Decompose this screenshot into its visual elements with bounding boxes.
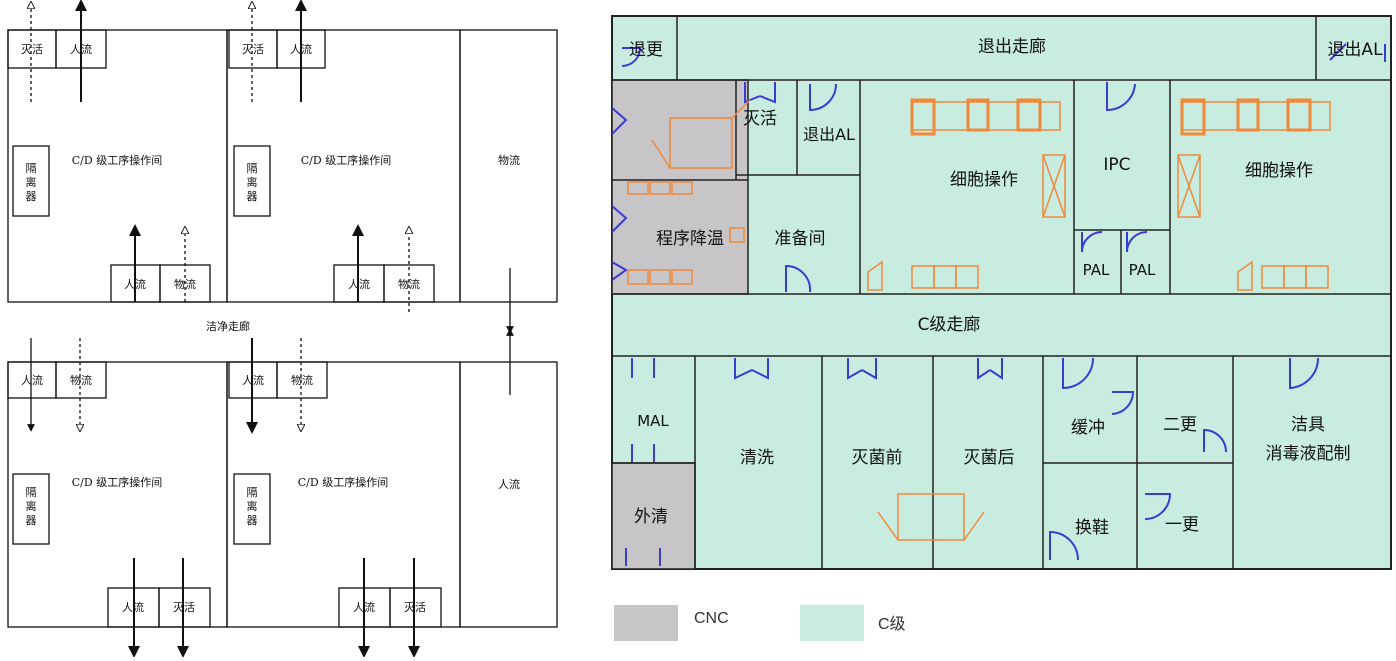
label-top2-bottom2: 物流 [398,277,420,291]
label-pal-1: PAL [1083,261,1110,279]
label-ipc: IPC [1103,155,1130,175]
label-bot2-bottom1: 人流 [353,600,375,614]
label-bot1-bottom1: 人流 [122,600,144,614]
legend-label-c-grade: C级 [878,616,906,633]
label-top2-bottom1: 人流 [348,277,370,291]
label-bot2-a: 人流 [242,373,264,387]
label-yigeng: 一更 [1165,515,1199,535]
label-bot1-iso1: 隔 [26,486,37,499]
label-tuigeng: 退更 [629,40,663,60]
label-miejun-hou: 灭菌后 [964,448,1015,468]
label-bot1-iso2: 离 [26,499,37,513]
label-top1-bottom1: 人流 [124,277,146,291]
door-marks [611,43,1386,566]
label-bot2-iso2: 离 [247,499,258,513]
label-cell-op-1: 细胞操作 [950,170,1018,190]
label-pal-2: PAL [1129,261,1156,279]
room-bottom-mid [226,361,461,628]
label-bot1-main: C/D 级工序操作间 [72,475,162,489]
legend-swatch-cnc [614,605,678,641]
label-prog-cool: 程序降温 [656,229,724,249]
label-exit-corridor: 退出走廊 [978,37,1046,57]
label-top1-iso2: 离 [26,175,37,189]
left-flow-diagram: 灭活 人流 C/D 级工序操作间 隔 离 器 人流 物流 灭活 人流 C/D 级… [0,0,600,658]
label-huanchong: 缓冲 [1071,418,1105,438]
label-top1-main: C/D 级工序操作间 [72,153,162,167]
label-bot1-a: 人流 [21,373,43,387]
label-top1-a: 灭活 [21,43,43,56]
label-top2-iso1: 隔 [247,162,258,175]
label-corridor: 洁净走廊 [206,319,250,333]
room-bottom-left [7,361,228,628]
label-exit-al: 退出AL [803,125,855,144]
label-miehuo: 灭活 [743,109,777,129]
label-cell-op-2: 细胞操作 [1245,161,1313,181]
label-ergeng: 二更 [1163,415,1197,435]
label-c-corridor: C级走廊 [918,315,981,335]
label-jieju: 洁具 [1291,415,1325,435]
label-miejun-qian: 灭菌前 [852,448,903,468]
label-exit-al-top: 退出AL [1327,40,1383,60]
room-top-right [459,29,558,303]
equipment-marks [627,98,1331,541]
label-qingxi: 清洗 [740,448,774,468]
label-bot2-iso3: 器 [247,514,258,527]
label-top2-b: 人流 [290,42,312,56]
label-prep: 准备间 [775,229,826,249]
label-bot2-bottom2: 灭活 [404,601,426,614]
label-top2-a: 灭活 [242,43,264,56]
cnc-area-top [611,79,749,295]
room-bottom-right [459,361,558,628]
label-bot2-main: C/D 级工序操作间 [298,475,388,489]
label-huanxie: 换鞋 [1075,518,1109,538]
label-top1-iso1: 隔 [26,162,37,175]
label-bot2-b: 物流 [291,373,313,387]
label-top1-b: 人流 [70,42,92,56]
label-top2-iso2: 离 [247,175,258,189]
label-xiaodu: 消毒液配制 [1266,444,1351,464]
label-top1-bottom2: 物流 [174,277,196,291]
label-bot1-bottom2: 灭活 [173,601,195,614]
label-bot2-iso1: 隔 [247,486,258,499]
legend-label-cnc: CNC [694,610,729,627]
label-top2-iso3: 器 [247,190,258,203]
label-top1-iso3: 器 [26,190,37,203]
label-top2-main: C/D 级工序操作间 [301,153,391,167]
label-bot1-b: 物流 [70,373,92,387]
label-bot1-iso3: 器 [26,514,37,527]
label-mal: MAL [637,412,669,430]
label-right-top: 物流 [498,153,520,167]
label-waiqing: 外清 [634,507,668,527]
right-floor-plan: 退更 退出走廊 退出AL 灭活 退出AL 细胞操作 IPC 细胞操作 程序降温 … [600,0,1396,657]
label-right-bottom: 人流 [498,477,520,491]
legend-swatch-c-grade [800,605,864,641]
